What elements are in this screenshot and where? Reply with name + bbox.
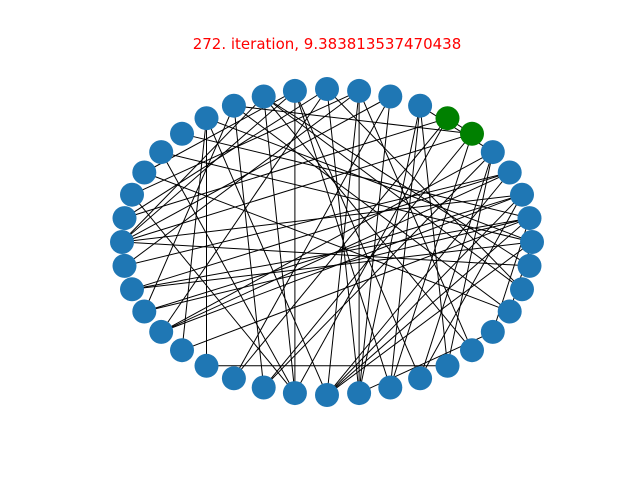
- graph-edge: [419, 151, 494, 379]
- graph-node: [315, 383, 339, 407]
- graph-edge: [121, 96, 265, 243]
- graph-edge: [326, 172, 511, 396]
- graph-node: [120, 182, 144, 207]
- graph-node: [517, 206, 542, 231]
- graph-node: [251, 84, 276, 109]
- graph-edge: [131, 194, 296, 394]
- figure-title: 272. iteration, 9.383813537470438: [193, 35, 462, 53]
- graph-edge: [121, 90, 296, 243]
- graph-node: [194, 106, 219, 131]
- graph-edge: [143, 105, 235, 312]
- graph-node: [435, 353, 460, 378]
- graph-node: [251, 375, 276, 400]
- graph-node: [221, 366, 246, 391]
- graph-node: [497, 299, 522, 324]
- graph-edge: [206, 117, 533, 243]
- graph-node: [282, 381, 307, 406]
- graph-node: [408, 93, 433, 118]
- graph-edge: [160, 88, 328, 333]
- graph-edge: [358, 90, 473, 351]
- graph-edge: [263, 96, 523, 290]
- graph-node: [170, 121, 194, 146]
- graph-edge: [181, 133, 530, 219]
- graph-node: [112, 253, 137, 278]
- graph-node: [194, 353, 219, 378]
- graph-edge: [161, 194, 523, 333]
- graph-edge: [326, 217, 530, 396]
- graph-node: [347, 78, 372, 103]
- graph-edge: [389, 105, 421, 388]
- graph-edge: [124, 172, 510, 267]
- graph-edge: [161, 151, 533, 243]
- graph-edge: [233, 117, 448, 379]
- graph-edge: [294, 90, 421, 379]
- graph-node: [132, 299, 157, 324]
- graph-node: [378, 84, 403, 109]
- graph-edge: [389, 133, 473, 388]
- graph-node: [315, 77, 339, 101]
- graph-edge: [509, 241, 533, 312]
- graph-edge: [294, 90, 391, 388]
- graph-edge: [206, 118, 328, 396]
- graph-node: [378, 375, 403, 400]
- graph-edges: [121, 88, 533, 396]
- graph-edge: [419, 105, 494, 153]
- graph-edge: [121, 133, 473, 243]
- graph-edge: [121, 241, 530, 267]
- graph-node: [110, 230, 134, 254]
- graph-edge: [358, 96, 391, 394]
- graph-node: [460, 338, 484, 363]
- graph-node: [347, 381, 372, 406]
- graph-edge: [131, 90, 360, 196]
- graph-edge: [263, 96, 473, 351]
- graph-edge: [181, 217, 530, 351]
- graph-edge: [121, 96, 391, 243]
- graph-edge: [160, 151, 494, 333]
- graph-node: [149, 319, 174, 344]
- graph-node: [132, 160, 157, 185]
- graph-edge: [233, 105, 510, 312]
- graph-node: [510, 182, 534, 207]
- graph-edge: [181, 118, 207, 351]
- graph-node: [408, 366, 433, 391]
- graph-edge: [326, 241, 533, 396]
- graph-edge: [124, 88, 328, 219]
- graph-edge: [160, 172, 510, 333]
- graph-node: [497, 160, 522, 185]
- graph-node: [517, 253, 542, 278]
- graph-node: [149, 140, 174, 165]
- graph-node: [510, 277, 534, 302]
- graph-edge: [233, 105, 473, 135]
- graph-node: [170, 338, 194, 363]
- graph-edge: [263, 133, 473, 388]
- graph-node: [480, 319, 505, 344]
- graph-edge: [294, 117, 448, 394]
- graph-node: [221, 93, 246, 118]
- graph-node: [520, 230, 544, 254]
- graph-node: [120, 277, 144, 302]
- graph-node: [112, 206, 137, 231]
- graph-edge: [233, 105, 265, 388]
- graph-node: [282, 78, 307, 103]
- graph-edge: [263, 151, 494, 388]
- graph-edge: [131, 172, 510, 290]
- graph-edge: [263, 96, 530, 267]
- graph-node: [480, 140, 505, 165]
- graph-node-highlighted: [435, 106, 460, 131]
- graph-edge: [419, 105, 448, 366]
- graph-nodes: [110, 77, 544, 407]
- graph-edge: [124, 117, 448, 219]
- graph-node-highlighted: [460, 121, 484, 146]
- graph-edge: [263, 96, 296, 394]
- graph-edge: [419, 194, 523, 379]
